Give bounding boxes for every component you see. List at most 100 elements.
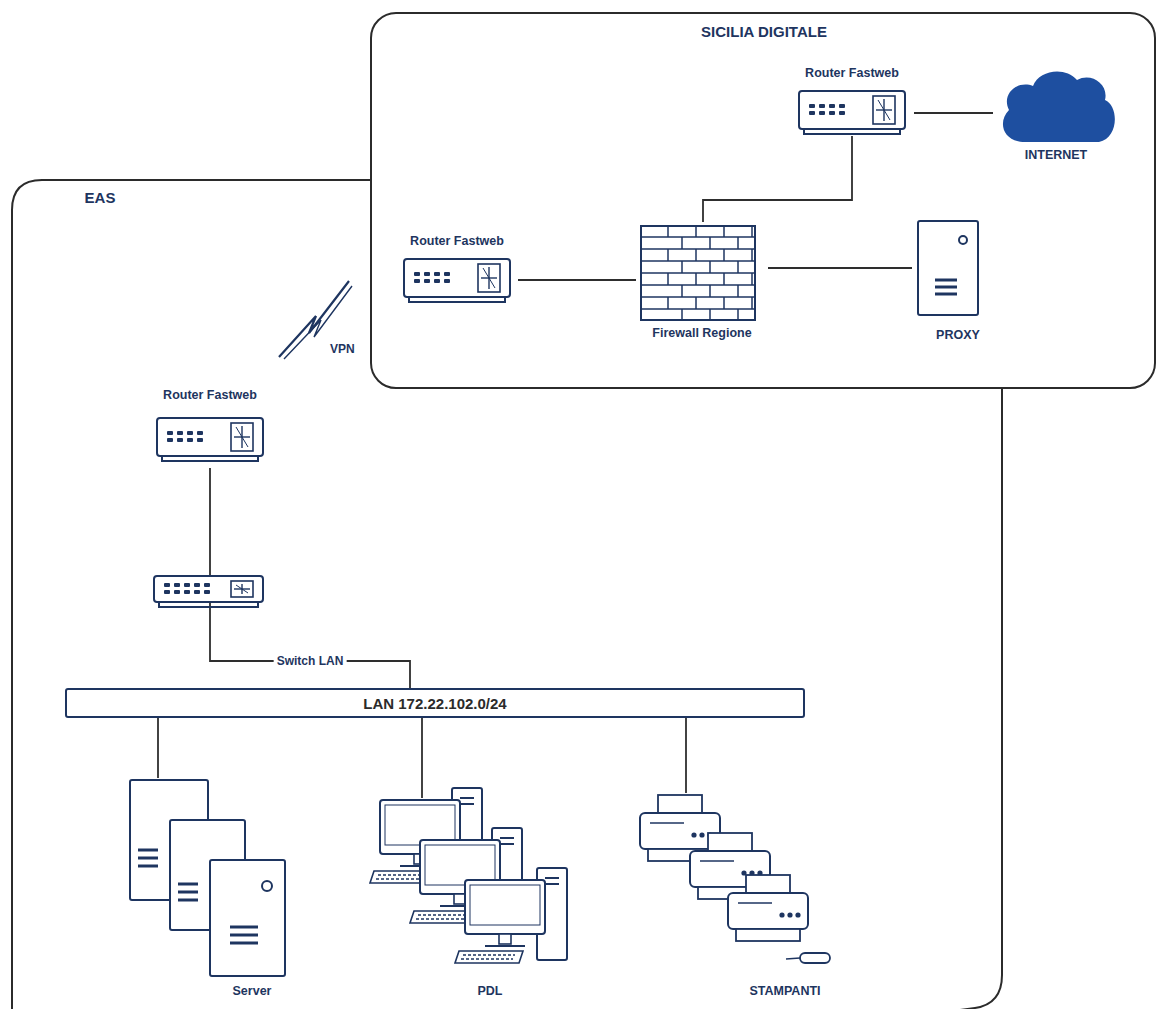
router-symbol-part [424,279,430,283]
server-stack-symbol-part [230,934,258,937]
firewall-symbol-part [737,261,739,273]
node-label: EAS [85,190,116,205]
switch-symbol-part [194,583,200,587]
workstation-symbol-part [500,843,514,845]
router-node: Router Fastweb [790,66,914,136]
firewall-symbol-part [751,249,753,261]
printer-symbol-part [800,953,830,963]
printer-symbol-part [736,929,800,941]
firewall-symbol-part [695,225,697,237]
router-symbol-part [434,279,440,283]
router-symbol-part [187,438,193,442]
cloud-node: INTERNET [993,62,1123,166]
server-stack-symbol-part [138,857,158,860]
eas-outline [960,388,1002,1009]
server-stack-symbol [128,778,288,978]
router-symbol-part [504,297,506,302]
router-symbol-part [157,418,263,456]
firewall-symbol-part [751,225,753,237]
workstation-symbol-part [545,877,559,879]
workstation-symbol-part [460,803,474,805]
lan-bar: LAN 172.22.102.0/24 [65,688,805,718]
router-node: Router Fastweb [148,388,272,468]
router-symbol-part [829,111,835,115]
router-symbol-part [167,438,173,442]
router-symbol-part [819,111,825,115]
router-symbol [797,88,907,138]
server-stack-symbol-part [262,881,272,891]
network-link [914,112,993,114]
router-symbol-part [803,129,805,134]
firewall-symbol-part [723,249,725,261]
workstation-symbol-part [470,885,540,925]
router-symbol [155,415,265,465]
region-box: SICILIA DIGITALE Router Fastweb INTERNET Ro… [370,12,1156,389]
node-label: Server [233,984,272,999]
router-symbol-part [161,460,259,462]
server-stack-symbol-part [178,899,198,902]
region-title: SICILIA DIGITALE [701,24,827,39]
eas-outline [12,180,370,1009]
firewall-symbol-part [667,273,669,285]
node-label: PROXY [936,328,980,343]
router-symbol-part [478,264,500,292]
server-symbol-part [918,221,978,315]
switch-symbol-part [257,602,259,607]
network-link [518,279,636,281]
printer-symbol-part [691,832,696,837]
firewall-symbol [640,225,756,321]
link-label: Switch LAN [274,654,347,669]
server-symbol-part [935,286,957,289]
workstation-symbol-part [545,883,559,885]
router-symbol-part [839,104,845,108]
firewall-symbol-part [723,225,725,237]
switch-symbol-part [158,602,160,607]
workstation-symbol-part [455,951,523,963]
cloud-symbol [995,64,1121,146]
switch-symbol-part [158,606,259,608]
network-label: LAN 172.22.102.0/24 [363,696,506,711]
firewall-symbol-part [681,285,683,297]
router-symbol-part [197,438,203,442]
server-stack-symbol-part [178,891,198,894]
network-link [685,718,687,793]
network-link [768,267,912,269]
workstation-symbol-part [416,918,468,920]
server-symbol-part [959,236,967,244]
router-symbol-part [197,431,203,435]
printer-node: STAMPANTI [636,793,842,1003]
firewall-symbol-part [709,285,711,297]
workstation-symbol-part [500,837,514,839]
cloud-symbol-part [1003,71,1115,142]
router-symbol-part [167,431,173,435]
router-symbol [402,256,512,306]
router-symbol-part [414,279,420,283]
router-symbol-part [434,272,440,276]
firewall-symbol-part [667,297,669,309]
printer-symbol-part [795,912,800,917]
firewall-symbol-part [709,309,711,320]
server-symbol [917,220,979,316]
router-symbol-part [878,100,890,120]
firewall-symbol-part [723,273,725,285]
router-symbol-part [809,111,815,115]
router-symbol-part [424,272,430,276]
node-label: Router Fastweb [410,234,504,249]
firewall-symbol-part [709,237,711,249]
firewall-symbol-part [737,237,739,249]
switch-symbol-part [236,585,248,593]
router-symbol-part [408,301,506,303]
workstation-symbol-part [499,934,511,944]
firewall-symbol-part [695,297,697,309]
switch-symbol-part [204,583,210,587]
router-symbol-part [408,297,410,302]
firewall-symbol-part [751,297,753,309]
firewall-symbol-part [681,261,683,273]
printer-symbol-part [728,893,808,929]
firewall-symbol-part [695,273,697,285]
link-type-label: VPN [330,342,355,357]
router-symbol-part [177,438,183,442]
switch-symbol-part [231,581,253,597]
server-stack-symbol-part [230,926,258,929]
router-symbol-part [187,431,193,435]
